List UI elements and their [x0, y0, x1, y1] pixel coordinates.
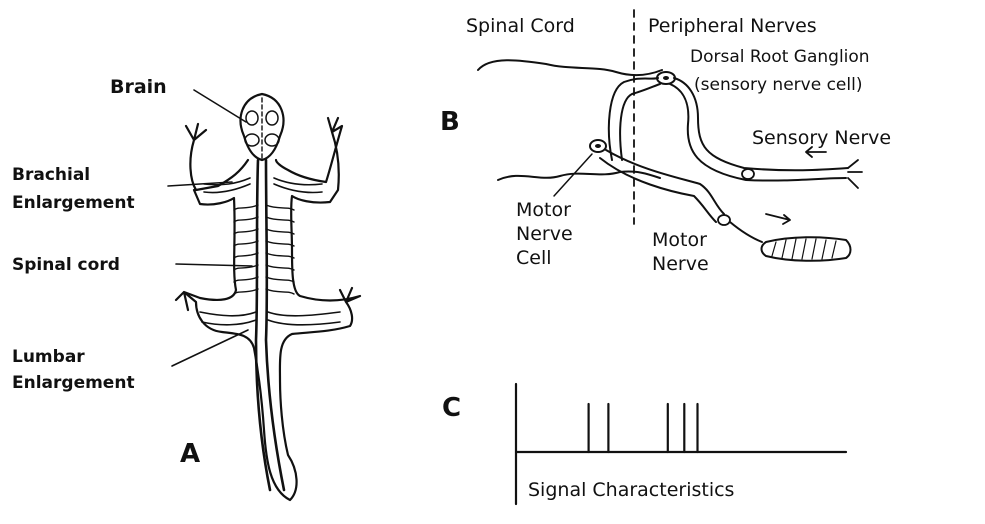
pointer-motor-cell	[554, 154, 592, 196]
pointer-spinal	[176, 264, 252, 266]
label-sensory-nerve: Sensory Nerve	[752, 127, 891, 149]
label-lumbar-line2: Enlargement	[12, 373, 135, 393]
label-brachial-line2: Enlargement	[12, 193, 135, 213]
label-motor-nerve-line2: Nerve	[652, 253, 709, 275]
motor-arrow	[766, 214, 790, 224]
pointer-brain	[194, 90, 246, 122]
label-motor-cell-line1: Motor	[516, 199, 571, 221]
motor-terminal	[730, 222, 762, 242]
panel-a-letter: A	[180, 439, 200, 469]
label-spinal-cord-region: Spinal Cord	[466, 15, 575, 37]
nerve-hind-left	[200, 312, 256, 325]
nerve-hind-right	[268, 312, 340, 325]
panel-b: B Spinal Cord Peripheral Nerves	[440, 10, 891, 275]
animal-drawing	[176, 94, 360, 500]
panel-c-letter: C	[442, 393, 461, 423]
label-motor-nerve-line1: Motor	[652, 229, 707, 251]
muscle	[762, 237, 851, 261]
spinal-cord-line-right	[266, 160, 284, 490]
animal-eye-right	[266, 111, 278, 125]
brain-lobe-left	[245, 134, 259, 146]
pointer-lumbar	[172, 330, 248, 366]
label-spinal-cord: Spinal cord	[12, 255, 120, 275]
label-brain: Brain	[110, 76, 167, 98]
label-signal-characteristics: Signal Characteristics	[528, 479, 734, 501]
sensory-node	[742, 169, 754, 179]
sensory-root-inner	[620, 84, 660, 160]
segmental-nerves	[234, 205, 294, 294]
brain-lobe-right	[265, 134, 279, 146]
drg-nucleus	[663, 76, 669, 80]
label-lumbar-line1: Lumbar	[12, 347, 85, 367]
label-peripheral-nerves: Peripheral Nerves	[648, 15, 817, 37]
motor-axon-top	[606, 150, 724, 214]
motor-node	[718, 215, 730, 225]
label-drg-line1: Dorsal Root Ganglion	[690, 47, 870, 67]
animal-eye-left	[246, 111, 258, 125]
panel-a: Brain Brachial Enlargement Spinal cord L…	[12, 76, 360, 500]
motor-cell-nucleus	[595, 144, 601, 148]
motor-axon-bottom	[600, 158, 716, 222]
sensory-endings	[848, 160, 862, 188]
animal-body-outline	[176, 118, 360, 500]
label-motor-cell-line2: Nerve	[516, 223, 573, 245]
label-brachial-line1: Brachial	[12, 165, 90, 185]
panel-c: C Signal Characteristics	[442, 384, 846, 504]
label-drg-line2: (sensory nerve cell)	[694, 75, 862, 95]
spike-train	[589, 404, 698, 452]
panel-b-letter: B	[440, 107, 460, 137]
label-motor-cell-line3: Cell	[516, 247, 552, 269]
spinal-cord-line-left	[256, 160, 270, 490]
